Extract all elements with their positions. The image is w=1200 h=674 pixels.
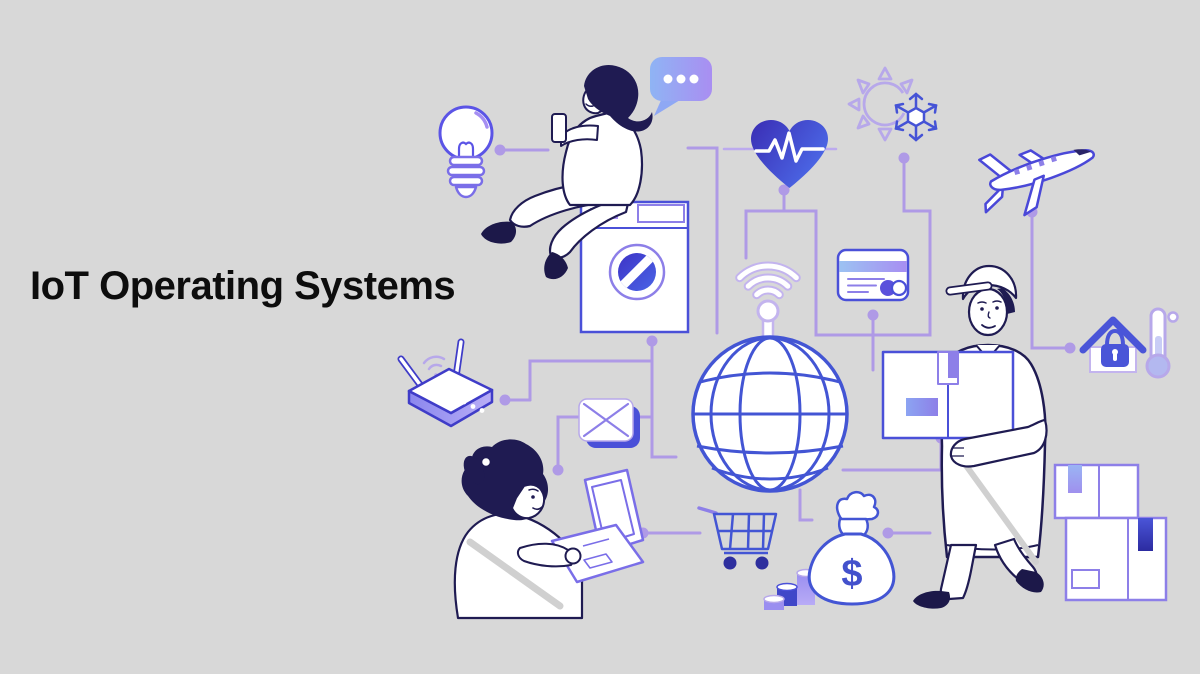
- delivery-person: [881, 264, 1048, 609]
- credit-card-icon: [836, 248, 910, 302]
- coin-stack-icon: [763, 568, 816, 610]
- package-box-icon: [881, 350, 1015, 440]
- airplane-icon: [978, 148, 1095, 217]
- heart-pulse-icon: [751, 120, 828, 188]
- shopping-cart-icon: [697, 506, 778, 570]
- envelope-icon: [578, 398, 640, 448]
- globe-icon: [691, 335, 849, 493]
- woman-with-phone: [481, 64, 653, 280]
- thermometer-icon: [1145, 307, 1179, 379]
- sun-icon: [847, 66, 914, 142]
- washer-panel: [637, 204, 685, 223]
- cap-icon: [945, 264, 1018, 301]
- stacked-boxes-icon: [1053, 463, 1168, 602]
- smart-home-lock-icon: [1079, 316, 1147, 373]
- page-title: IoT Operating Systems: [30, 264, 456, 308]
- chat-bubble-icon: [650, 57, 712, 116]
- lightbulb-icon: [438, 105, 494, 199]
- dollar-sign: $: [841, 553, 862, 595]
- snowflake-icon: [894, 92, 938, 142]
- sun-snowflake-icon: [847, 66, 938, 142]
- wifi-globe-icon: [691, 261, 849, 493]
- money-bag-icon: $: [807, 490, 896, 606]
- woman-at-laptop: [453, 439, 645, 620]
- router-icon: [397, 338, 494, 428]
- laptop-icon: [550, 468, 645, 584]
- wifi-icon: [735, 261, 801, 300]
- smartphone: [551, 113, 567, 143]
